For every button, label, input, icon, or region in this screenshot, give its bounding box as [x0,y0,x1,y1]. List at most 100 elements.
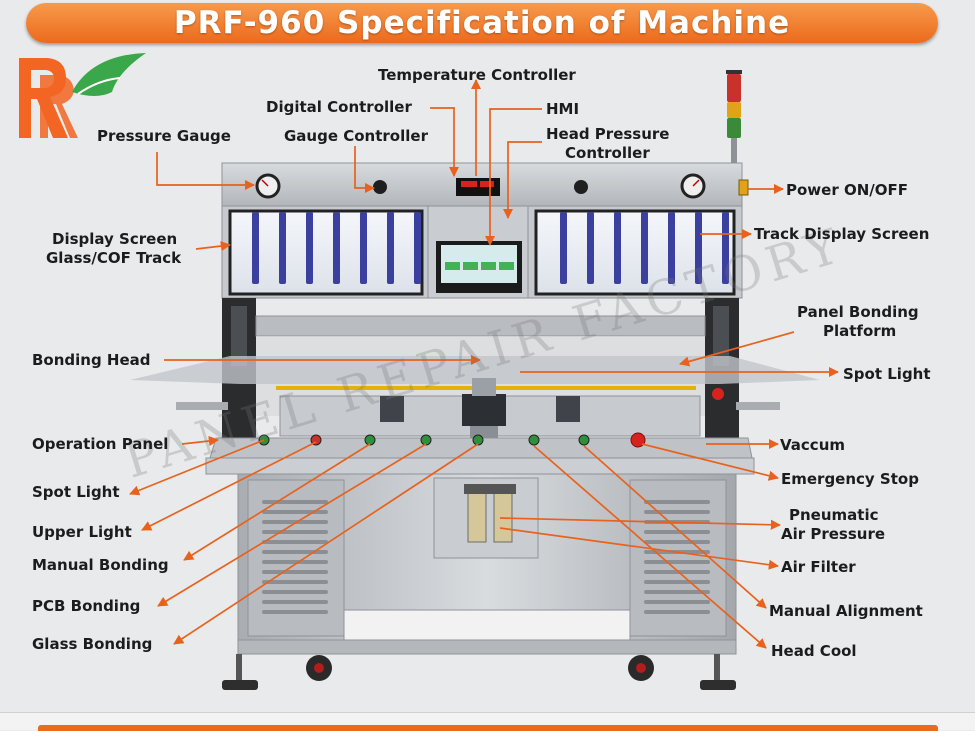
panel-button [528,434,540,446]
arrow-air-filter [499,527,780,570]
track-bar [279,212,286,284]
label-pcb-bonding: PCB Bonding [32,597,141,615]
callout-arrows [129,78,840,649]
label-vaccum: Vaccum [780,436,846,454]
label-display-screen-line2: Glass/COF Track [46,249,182,267]
label-pneumatic-line2: Air Pressure [781,525,886,543]
bonding-head-assembly [380,378,580,442]
vent-slot [262,610,328,614]
label-gauge-controller: Gauge Controller [284,127,428,145]
label-emergency-stop: Emergency Stop [781,470,919,488]
top-control-panel [221,162,749,231]
track-bar [306,212,313,284]
track-bar [641,212,648,284]
vent-slot [262,590,328,594]
arrow-panel-bonding [679,331,795,367]
vent-slot [262,580,328,584]
arrow-pneumatic [499,517,782,530]
vent-slot [262,540,328,544]
label-pneumatic-line1: Pneumatic [789,506,879,524]
arrow-spot-light-left [129,439,265,496]
arrow-pcb-bonding [157,443,427,607]
arrow-head-pressure [502,141,542,220]
vent-slot [262,600,328,604]
track-bar [560,212,567,284]
track-bars [252,212,729,284]
vent-slot [262,530,328,534]
casters [222,654,736,690]
label-head-pressure-line1: Head Pressure [546,125,670,143]
title-banner: PRF-960 Specification of Machine [26,3,938,43]
vent-slot [644,500,710,504]
operation-table [205,437,755,475]
label-hmi: HMI [546,100,580,118]
arrow-manual-bonding [183,443,371,561]
track-bar [587,212,594,284]
track-bar [695,212,702,284]
vent-slot [644,530,710,534]
next-section-banner-edge [38,725,938,731]
label-digital-controller: Digital Controller [266,98,412,116]
vent-slot [262,500,328,504]
panel-button [364,434,376,446]
label-upper-light: Upper Light [32,523,132,541]
arrow-pressure-gauge [156,152,256,191]
label-panel-bonding-line2: Platform [823,322,897,340]
vent-slot [262,560,328,564]
label-air-filter: Air Filter [781,558,856,576]
label-operation-panel: Operation Panel [32,435,169,453]
vent-slot [644,560,710,564]
arrow-gauge-controller [354,146,376,194]
label-head-pressure-line2: Controller [565,144,650,162]
vent-slot [644,570,710,574]
vent-slot [644,580,710,584]
label-power: Power ON/OFF [786,181,908,199]
vent-slot [644,540,710,544]
label-pressure-gauge: Pressure Gauge [97,127,231,145]
emergency-stop-button [630,432,646,448]
arrow-head-cool [533,445,767,649]
arrow-glass-bonding [173,443,479,645]
arrow-digital-controller [430,107,460,178]
track-bar [722,212,729,284]
arrow-hmi [484,108,542,247]
label-display-screen-line1: Display Screen [52,230,178,248]
label-spot-light-right: Spot Light [843,365,931,383]
logo [19,53,146,138]
panel-button [472,434,484,446]
track-bar [414,212,421,284]
next-section-strip [0,712,975,731]
panel-button [420,434,432,446]
track-bar [360,212,367,284]
vent-slot [644,610,710,614]
label-spot-light-left: Spot Light [32,483,120,501]
arrow-display-screen [195,241,232,252]
vent-slot [262,510,328,514]
arrow-operation-panel [181,435,220,447]
track-bar [333,212,340,284]
signal-tower [726,70,742,168]
panel-button [578,434,590,446]
vent-slot [644,590,710,594]
track-bar [668,212,675,284]
page-title: PRF-960 Specification of Machine [173,5,791,41]
vent-slot [644,600,710,604]
vent-slot [262,520,328,524]
label-manual-alignment: Manual Alignment [769,602,923,620]
arrow-upper-light [141,441,317,531]
label-panel-bonding-line1: Panel Bonding [797,303,919,321]
label-head-cool: Head Cool [771,642,857,660]
label-track-display: Track Display Screen [754,225,930,243]
label-temperature-controller: Temperature Controller [378,66,576,84]
vent-slot [262,570,328,574]
track-bar [387,212,394,284]
vent-slot [644,510,710,514]
label-manual-bonding: Manual Bonding [32,556,169,574]
track-bar [252,212,259,284]
vent-slot [262,550,328,554]
arrow-emergency-stop [641,443,779,481]
label-bonding-head: Bonding Head [32,351,151,369]
hmi-screen [427,205,529,299]
